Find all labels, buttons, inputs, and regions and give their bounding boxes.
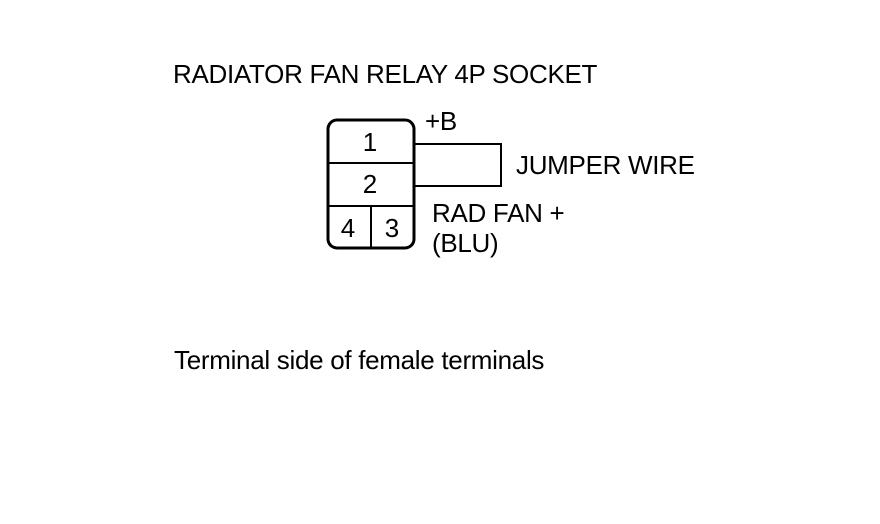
rad-fan-wire-color-label: (BLU) <box>432 228 499 258</box>
pin-3-label: 3 <box>385 213 399 243</box>
rad-fan-label: RAD FAN + <box>432 198 565 228</box>
caption: Terminal side of female terminals <box>174 345 545 375</box>
jumper-wire <box>414 143 502 187</box>
pin-1-label: 1 <box>363 127 377 157</box>
plus-b-label: +B <box>425 106 457 136</box>
diagram-title: RADIATOR FAN RELAY 4P SOCKET <box>173 59 598 89</box>
pin-2-label: 2 <box>363 169 377 199</box>
jumper-wire-label: JUMPER WIRE <box>516 150 695 180</box>
pin-4-label: 4 <box>341 213 355 243</box>
